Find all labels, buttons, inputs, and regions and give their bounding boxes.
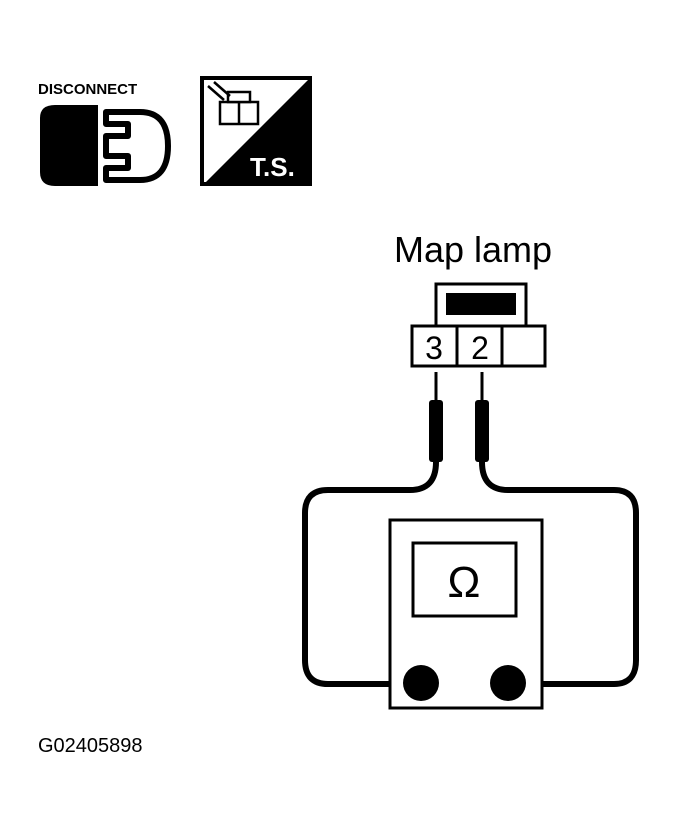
ts-icon: T.S. — [200, 76, 312, 186]
mini-connector-icon — [207, 81, 260, 126]
component-label: Map lamp — [394, 229, 552, 270]
meter-display — [411, 541, 518, 618]
meter-jack-left — [403, 665, 439, 701]
meter-jack-right — [490, 665, 526, 701]
test-lead-right — [479, 461, 639, 687]
test-lead-left — [302, 461, 439, 687]
disconnect-label: DISCONNECT — [38, 81, 137, 98]
connector: 3 2 — [410, 282, 547, 368]
ts-label: T.S. — [250, 152, 295, 182]
receptacle-right-shape — [103, 109, 171, 183]
ts-icon-triangle — [204, 78, 310, 184]
terminal-2-label: 2 — [471, 330, 489, 366]
terminal-3-label: 3 — [425, 330, 443, 366]
ohm-icon: Ω — [448, 558, 481, 607]
connector-terminal-row — [410, 324, 547, 368]
ohmmeter: Ω — [388, 518, 544, 710]
probe-left — [429, 372, 443, 462]
disconnect-icon: DISCONNECT — [38, 81, 171, 186]
probe-right — [475, 372, 489, 462]
figure-id: G02405898 — [38, 735, 143, 757]
plug-left-shape — [40, 105, 98, 186]
connector-lock-tab — [446, 293, 516, 315]
